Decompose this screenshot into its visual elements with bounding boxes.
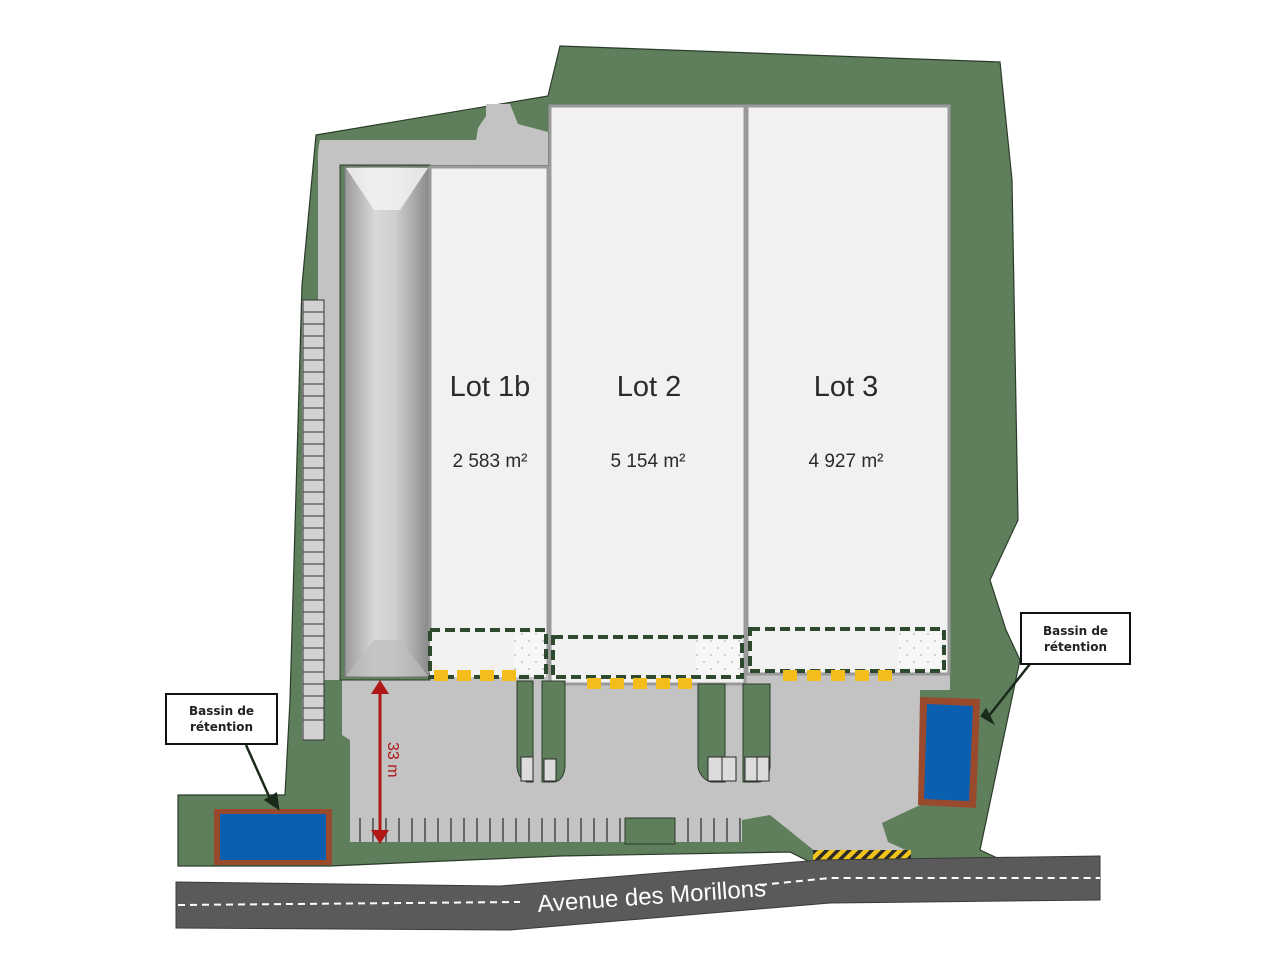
green-island-bottom bbox=[624, 817, 676, 845]
office-dotted-areas bbox=[514, 632, 942, 675]
building-lot-1b bbox=[428, 165, 550, 674]
callout-line-1: Bassin de bbox=[1042, 623, 1109, 638]
parking-stalls-left bbox=[302, 299, 325, 741]
lot-3-area: 4 927 m² bbox=[809, 451, 884, 472]
callout-line-1: Bassin de bbox=[188, 704, 255, 718]
lot-2-area: 5 154 m² bbox=[611, 451, 686, 472]
callout-line-2: rétention bbox=[189, 720, 254, 734]
building-lot-3 bbox=[745, 104, 951, 676]
retention-basin-left bbox=[214, 809, 332, 865]
retention-basin-label-left: Bassin de rétention bbox=[165, 693, 278, 745]
callout-line-2: rétention bbox=[1043, 639, 1108, 654]
lot-2-name: Lot 2 bbox=[617, 371, 682, 403]
paved-area bbox=[302, 104, 950, 852]
lot-1b-name: Lot 1b bbox=[450, 371, 531, 403]
silo-building bbox=[339, 164, 431, 681]
callout-arrows bbox=[244, 663, 1031, 811]
dimension-arrow-33m: 33 m bbox=[371, 680, 401, 844]
retention-basin-right bbox=[918, 697, 980, 808]
building-lot-2 bbox=[548, 104, 747, 686]
dimension-label: 33 m bbox=[384, 742, 401, 778]
lot-3-name: Lot 3 bbox=[814, 371, 879, 403]
loading-docks bbox=[434, 670, 892, 689]
bike-stalls bbox=[520, 756, 770, 782]
retention-basin-label-right: Bassin de rétention bbox=[1020, 612, 1131, 665]
lot-1b-area: 2 583 m² bbox=[453, 451, 528, 472]
road: Avenue des Morillons bbox=[175, 855, 1101, 931]
